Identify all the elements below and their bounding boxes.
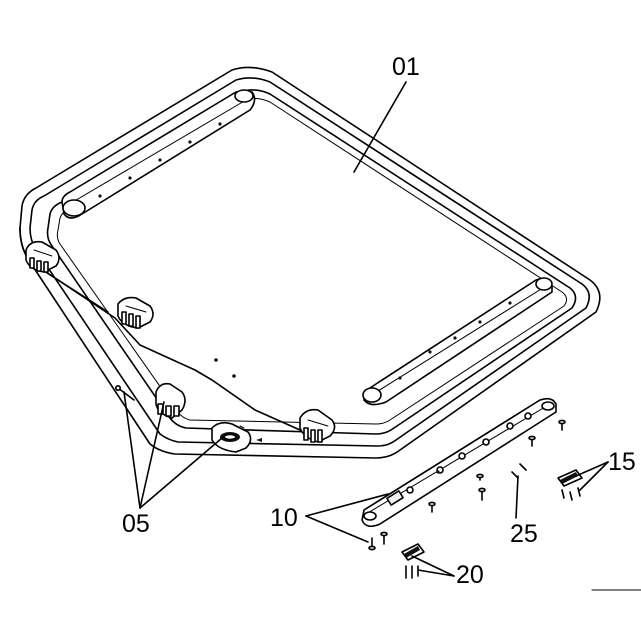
label-part-25: 25 (510, 520, 538, 548)
label-part-20: 20 (456, 561, 484, 589)
leader-01 (353, 81, 407, 173)
label-part-10: 10 (270, 504, 298, 532)
screws-10 (368, 419, 566, 551)
frame-part-01 (19, 66, 601, 459)
label-part-05: 05 (122, 510, 150, 538)
pin-05 (115, 384, 135, 401)
leader-10 (305, 493, 389, 543)
clip-part-20 (401, 543, 425, 579)
hinge-bracket-05 (155, 382, 186, 419)
leader-25 (515, 475, 519, 519)
hinge-right (299, 408, 336, 443)
hinge-middle (117, 296, 154, 329)
clip-part-15 (557, 469, 583, 501)
leader-20 (411, 555, 455, 577)
label-part-01: 01 (392, 53, 420, 81)
leader-lines (123, 81, 641, 591)
latch-plate-05 (211, 421, 262, 453)
dowels-part-25 (511, 463, 527, 479)
leader-05 (123, 391, 223, 509)
hinge-left (25, 240, 60, 273)
leader-15 (575, 461, 609, 491)
label-part-15: 15 (608, 448, 636, 476)
